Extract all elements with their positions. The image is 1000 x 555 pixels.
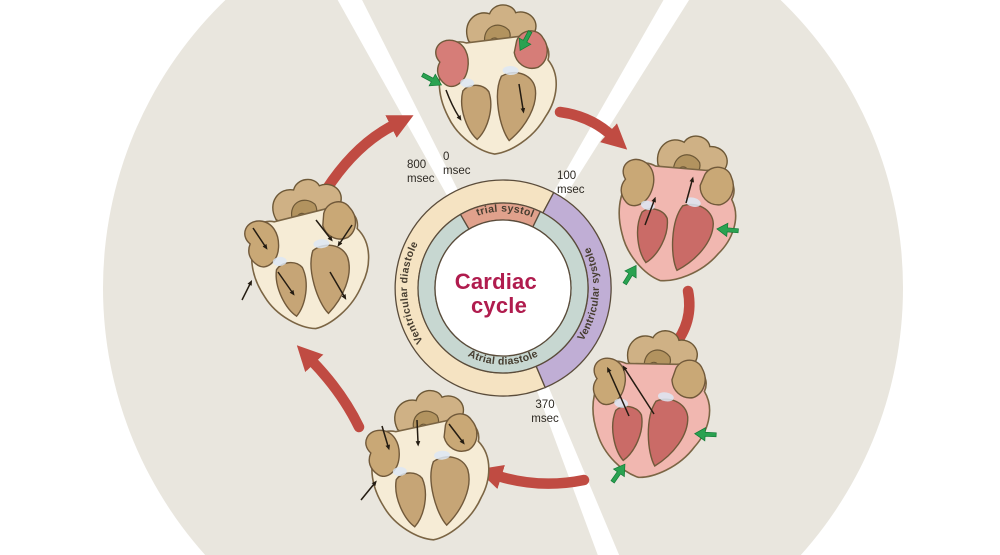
svg-text:msec: msec [531,413,559,425]
svg-text:msec: msec [443,165,471,177]
flow-arrow [607,366,630,417]
flow-arrow [252,227,268,250]
flow-arrow [448,423,465,445]
cycle-arrow-bottom-right-to-bottom [477,464,590,490]
svg-text:msec: msec [407,173,435,185]
divider-ray-upper-left [337,0,460,199]
flow-arrow [241,279,253,301]
flow-arrow [337,224,353,247]
flow-arrow [329,271,347,300]
flow-arrow [445,89,462,121]
time-label-100: 100 [557,170,576,182]
time-label-0: 0 [443,151,449,163]
diagram-title: Cardiac cycle [455,269,543,318]
flow-arrow [360,480,377,501]
flow-arrow [644,196,656,226]
flow-arrow [315,219,333,242]
flow-arrow [518,83,526,114]
time-labels: 800 msec 0 msec 100 msec 370 msec [407,151,585,425]
cycle-arrow-left-to-top [320,115,414,196]
blood-flow-arrows [241,83,695,501]
flow-arrow [685,176,695,204]
flow-arrow [277,271,295,296]
flow-arrow [415,419,421,447]
flow-arrow [622,365,655,415]
svg-text:msec: msec [557,184,585,196]
cycle-arrows [296,106,695,490]
ring-center-disc [434,219,572,357]
divider-ray-bottom [535,383,620,555]
time-label-800: 800 [407,159,426,171]
divider-ray-upper-right [552,0,690,202]
time-label-370: 370 [535,399,554,411]
flow-arrow [381,425,390,451]
cycle-arrow-bottom-to-left [296,345,365,433]
cycle-arrow-top-to-right [554,106,628,150]
